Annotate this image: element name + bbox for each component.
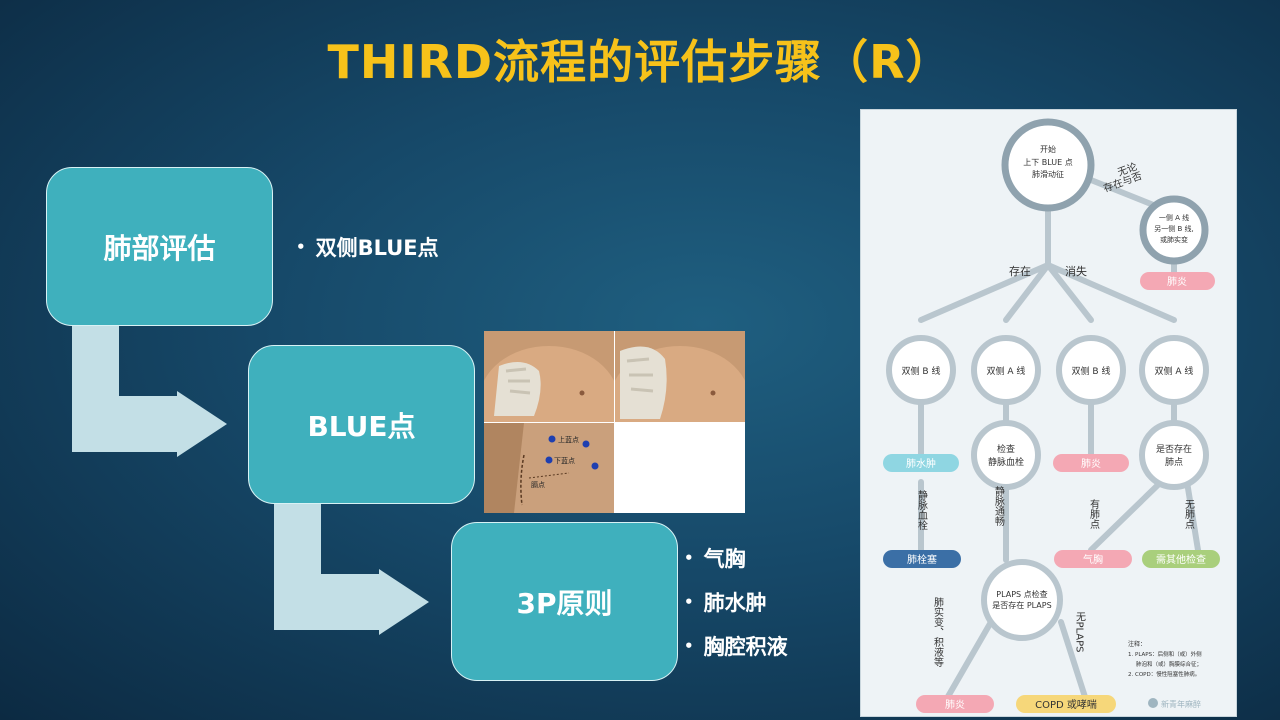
bullet-item: •双侧BLUE点 <box>296 236 439 260</box>
note-text: 注释： <box>1128 640 1146 648</box>
step-label: 肺部评估 <box>103 231 216 265</box>
step-blue-points: BLUE点 <box>248 345 475 504</box>
chest-photo-3: 上蓝点 下蓝点 膈点 <box>484 423 614 513</box>
edge-label-no-plaps: 无PLAPS <box>1074 611 1086 652</box>
level2-node-text: 双侧 A 线 <box>1155 365 1194 377</box>
step-3p-rule: 3P原则 <box>451 522 678 681</box>
note-text: 肺泡和（或）胸膜综合征； <box>1136 660 1202 668</box>
level2-node-text: 双侧 B 线 <box>1072 365 1111 377</box>
edge-label-no-lung-point: 无肺点 <box>1183 499 1195 530</box>
result-pulmonary-edema: 肺水肿 <box>906 457 936 470</box>
note-text: 2. COPD：慢性阻塞性肺病。 <box>1128 670 1200 678</box>
step-label: 3P原则 <box>516 586 613 620</box>
bullet-item: •气胸 <box>684 547 746 571</box>
blue-point-photos: 上蓝点 下蓝点 膈点 <box>484 331 745 513</box>
vein-check-text: 静脉血栓 <box>988 456 1024 468</box>
upper-blue-point-label: 上蓝点 <box>558 435 579 444</box>
edge-label-consolidation: 肺实变、积液等 <box>932 597 944 667</box>
watermark-icon <box>1148 698 1158 708</box>
result-embolism: 肺栓塞 <box>907 553 937 566</box>
chest-photo-1 <box>484 331 614 422</box>
chest-photo-2 <box>615 331 745 422</box>
connector-arrow-1 <box>72 324 227 457</box>
plaps-check-text: PLAPS 点检查 <box>996 589 1047 599</box>
result-copd: COPD 或哮喘 <box>1035 698 1097 711</box>
lower-blue-point-label: 下蓝点 <box>554 456 575 465</box>
page-title: THIRD流程的评估步骤（R） <box>327 35 953 89</box>
alt-node-text: 另一侧 B 线, <box>1154 224 1193 233</box>
note-text: 1. PLAPS：后侧和（或）外侧 <box>1128 650 1202 658</box>
step-lung-assessment: 肺部评估 <box>46 167 273 326</box>
bullet-item: •肺水肿 <box>684 591 767 615</box>
edge-label-has-lung-point: 有肺点 <box>1088 498 1100 530</box>
branch-present-label: 存在 <box>1009 264 1031 278</box>
branch-absent-label: 消失 <box>1065 264 1087 278</box>
result-pneumonia: 肺炎 <box>1167 276 1187 288</box>
start-node-text: 开始 <box>1040 144 1056 154</box>
start-node-text: 肺滑动征 <box>1032 169 1064 179</box>
alt-node-text: 一侧 A 线 <box>1159 213 1189 222</box>
edge-label-vein-thrombus: 静脉血栓 <box>916 489 928 531</box>
result-pneumonia: 肺炎 <box>945 699 965 711</box>
result-pneumothorax: 气胸 <box>1083 553 1103 566</box>
plaps-point-label: 膈点 <box>531 481 545 489</box>
blue-protocol-flowchart: 开始 上下 BLUE 点 肺滑动征 无论 存在与否 一侧 A 线 另一侧 B 线… <box>860 109 1237 717</box>
level2-node-text: 双侧 A 线 <box>987 365 1026 377</box>
start-node-text: 上下 BLUE 点 <box>1023 158 1073 167</box>
lung-point-check-text: 是否存在 <box>1156 443 1192 455</box>
step-label: BLUE点 <box>307 409 416 443</box>
watermark: 新青年麻醉 <box>1161 699 1201 709</box>
level2-node-text: 双侧 B 线 <box>902 365 941 377</box>
alt-node-text: 或肺实变 <box>1160 235 1188 244</box>
edge-label-vein-patent: 静脉通畅 <box>993 485 1005 527</box>
connector-arrow-2 <box>274 502 429 635</box>
lung-point-check-text: 肺点 <box>1165 457 1183 468</box>
result-pneumonia: 肺炎 <box>1081 458 1101 470</box>
vein-check-text: 检查 <box>997 443 1015 455</box>
result-other-exam: 需其他检查 <box>1156 553 1206 566</box>
bullet-item: •胸腔积液 <box>684 635 788 659</box>
plaps-check-text: 是否存在 PLAPS <box>992 600 1051 610</box>
